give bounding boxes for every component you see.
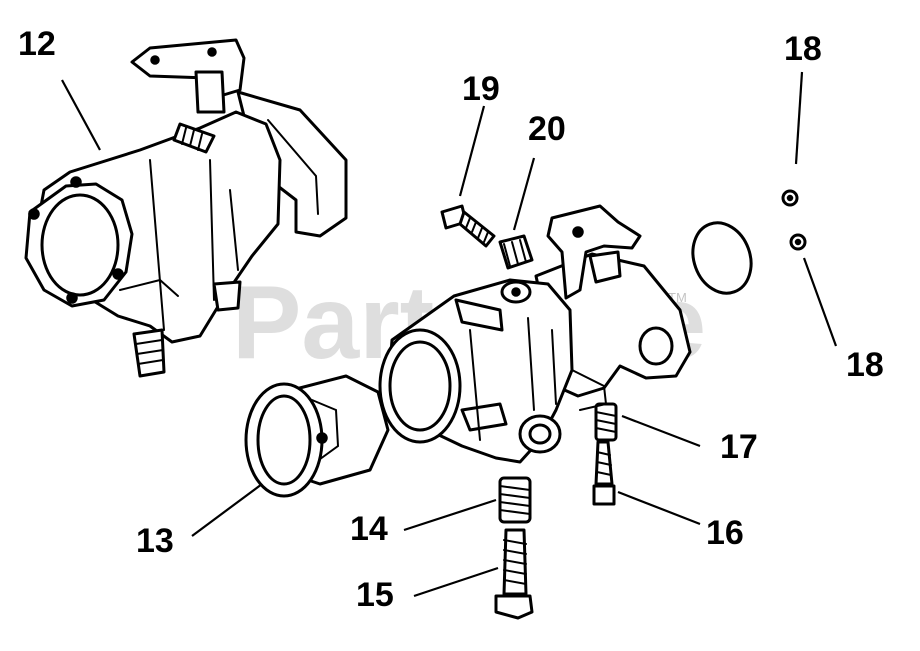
callout-20: 20 — [528, 110, 566, 148]
part-14-spring[interactable] — [498, 476, 532, 524]
leader-15 — [413, 566, 499, 598]
callout-18b: 18 — [846, 346, 884, 384]
callout-12: 12 — [18, 25, 56, 63]
leader-17 — [621, 414, 701, 448]
callout-15: 15 — [356, 576, 394, 614]
leader-19 — [458, 105, 486, 197]
leader-18a — [794, 71, 804, 165]
leader-20 — [512, 157, 536, 231]
part-15-jet-screw[interactable] — [494, 528, 534, 620]
leader-lines — [61, 71, 838, 598]
callout-18a: 18 — [784, 30, 822, 68]
part-18-screw-upper[interactable] — [781, 189, 799, 207]
callout-13: 13 — [136, 522, 174, 560]
part-19-screw[interactable] — [440, 204, 496, 248]
part-20-spring[interactable] — [498, 234, 534, 270]
leader-12 — [61, 79, 101, 151]
part-16-needle-screw[interactable] — [592, 440, 616, 506]
leader-16 — [617, 490, 701, 526]
leader-14 — [403, 498, 497, 532]
callout-labels: 12 13 14 15 16 17 18 18 19 20 — [18, 25, 884, 614]
callout-14: 14 — [350, 510, 388, 548]
welch-plug-disc[interactable] — [683, 215, 760, 302]
part-17-spring[interactable] — [594, 402, 618, 442]
callout-17: 17 — [720, 428, 758, 466]
part-12-carburetor-body[interactable] — [24, 38, 348, 378]
callout-16: 16 — [706, 514, 744, 552]
part-18-screw-lower[interactable] — [789, 233, 807, 251]
leader-18b — [802, 257, 838, 347]
part-13-bowl-ring[interactable] — [244, 374, 390, 498]
leader-13 — [191, 483, 263, 537]
carburetor-main-body[interactable] — [378, 204, 692, 464]
callout-19: 19 — [462, 70, 500, 108]
